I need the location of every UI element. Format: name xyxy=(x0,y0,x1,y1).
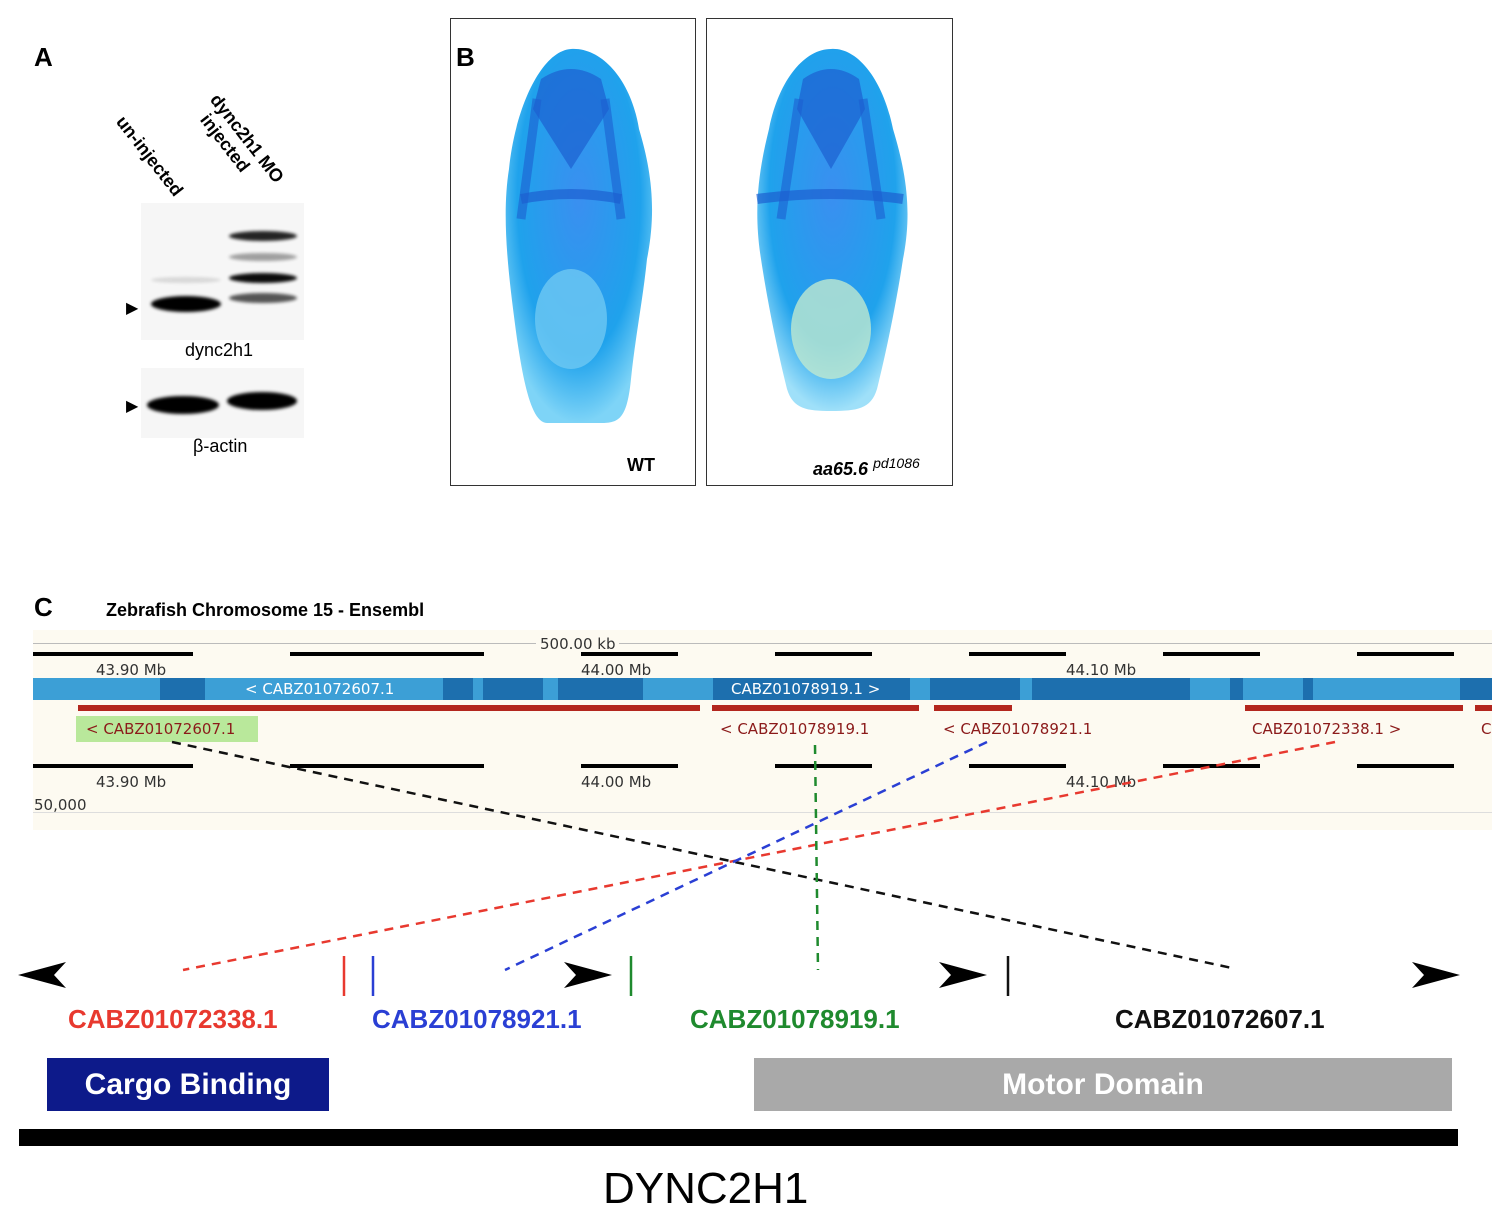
cartilage-image-mutant xyxy=(756,48,908,412)
highlight-clone-1 xyxy=(76,716,258,742)
gene-clone-label-1: CABZ01072338.1 xyxy=(68,1004,278,1034)
clone-label-2: < CABZ01078919.1 xyxy=(720,720,870,738)
panel-b-letter: B xyxy=(456,42,475,72)
mb-tick-bottom-2: 44.00 Mb xyxy=(581,773,652,791)
map-line-green xyxy=(813,744,820,971)
arrowhead-right-icon-3 xyxy=(1412,962,1460,988)
mb-tick-bottom-3: 44.10 Mb xyxy=(1066,773,1137,791)
band xyxy=(151,296,221,312)
ensembl-browser xyxy=(33,630,1492,830)
panel-c-letter: C xyxy=(34,592,53,622)
caption-mutant: aa65.6 pd1086 xyxy=(813,455,920,480)
ruler-bottom xyxy=(33,764,1492,768)
band xyxy=(227,392,297,410)
map-line-black xyxy=(171,740,1233,970)
clone-bar-3 xyxy=(934,705,1012,711)
map-line-red xyxy=(182,740,1336,972)
clone-label-3: < CABZ01078921.1 xyxy=(943,720,1093,738)
motor-domain: Motor Domain xyxy=(754,1058,1452,1111)
photo-mutant: aa65.6 pd1086 xyxy=(706,18,953,486)
scale-line xyxy=(33,643,1492,644)
band xyxy=(229,273,297,283)
contig-label-2: CABZ01078919.1 > xyxy=(731,680,881,698)
clone-bar-4 xyxy=(1245,705,1463,711)
band xyxy=(229,253,297,261)
clone-label-5: C xyxy=(1481,720,1492,738)
panel-c-title: Zebrafish Chromosome 15 - Ensembl xyxy=(106,600,425,620)
mb-tick-2: 44.00 Mb xyxy=(581,661,652,679)
clone-bar-1 xyxy=(78,705,700,711)
gel-caption-dync2h1: dync2h1 xyxy=(185,340,254,360)
caption-wt: WT xyxy=(627,455,655,475)
contig-bar xyxy=(33,678,1492,700)
clone-label-1: < CABZ01072607.1 xyxy=(86,720,236,738)
arrowhead-left-icon xyxy=(18,962,66,988)
divider xyxy=(33,812,1492,813)
gel-dync2h1 xyxy=(141,203,304,340)
arrowhead-right-icon-1 xyxy=(564,962,612,988)
photo-wt: WT xyxy=(450,18,696,486)
band xyxy=(147,396,219,414)
clone-label-4: CABZ01072338.1 > xyxy=(1252,720,1402,738)
gene-clone-label-2: CABZ01078921.1 xyxy=(372,1004,582,1034)
scale-label: 500.00 kb xyxy=(536,635,620,653)
mb-tick-1: 43.90 Mb xyxy=(96,661,167,679)
arrow-marker-dync2h1: ▶ xyxy=(126,300,139,317)
caption-mutant-allele: pd1086 xyxy=(873,455,920,471)
gel-caption-actin: β-actin xyxy=(193,436,248,456)
gene-bar xyxy=(19,1129,1458,1146)
band xyxy=(151,277,221,283)
cargo-binding-domain: Cargo Binding xyxy=(47,1058,329,1111)
arrowhead-right-icon-2 xyxy=(939,962,987,988)
caption-mutant-name: aa65.6 xyxy=(813,459,869,479)
clone-bar-5 xyxy=(1475,705,1492,711)
mb-tick-bottom-1: 43.90 Mb xyxy=(96,773,167,791)
contig-label-1: < CABZ01072607.1 xyxy=(245,680,395,698)
gene-name: DYNC2H1 xyxy=(603,1164,809,1213)
gene-clone-label-3: CABZ01078919.1 xyxy=(690,1004,900,1034)
cartilage-image-wt xyxy=(505,48,653,424)
clone-bar-2 xyxy=(712,705,919,711)
scale-value: 50,000 xyxy=(34,796,87,814)
mb-tick-3: 44.10 Mb xyxy=(1066,661,1137,679)
ruler-top xyxy=(33,652,1492,656)
arrow-marker-actin: ▶ xyxy=(126,398,139,415)
panel-a-letter: A xyxy=(34,42,53,72)
band xyxy=(229,293,297,303)
gel-actin xyxy=(141,368,304,438)
band xyxy=(229,231,297,241)
gene-clone-label-4: CABZ01072607.1 xyxy=(1115,1004,1325,1034)
map-line-blue xyxy=(504,740,988,972)
